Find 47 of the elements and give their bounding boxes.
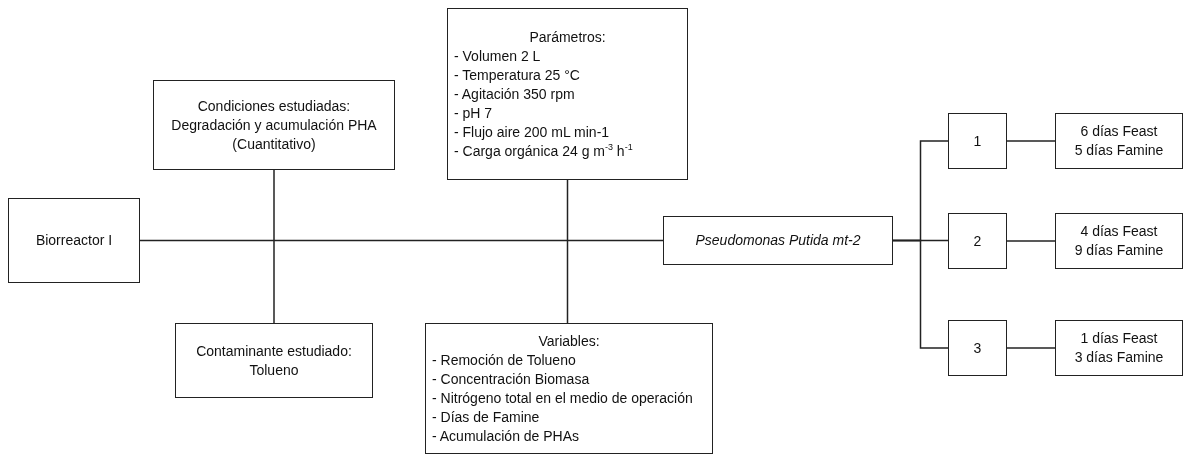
box-text: - Volumen 2 L: [454, 46, 542, 66]
box-text: - Acumulación de PHAs: [432, 426, 581, 446]
box-heading: Condiciones estudiadas:: [197, 96, 351, 116]
process-box: [948, 320, 1007, 376]
box-text: - Remoción de Tolueno: [432, 350, 577, 370]
connector-line: [1006, 140, 1056, 142]
box-text: Tolueno: [249, 360, 299, 380]
process-box: [447, 8, 688, 180]
process-box: [948, 113, 1007, 169]
connector-line: [273, 169, 275, 324]
process-box: [1055, 320, 1183, 376]
process-box: [153, 80, 395, 170]
box-text: - Días de Famine: [432, 407, 541, 427]
box-heading: 1 días Feast: [1080, 329, 1158, 348]
box-heading: Contaminante estudiado:: [196, 341, 352, 361]
box-heading: Parámetros:: [528, 27, 607, 47]
process-box: [948, 213, 1007, 269]
process-box: [1055, 213, 1183, 269]
process-box: [1055, 113, 1183, 169]
process-box: [8, 198, 140, 283]
box-text: - Temperatura 25 °C: [454, 65, 581, 85]
process-box: [663, 216, 893, 265]
process-box: [425, 323, 713, 454]
box-text: Degradación y acumulación PHA (Cuantitativo): [170, 115, 378, 154]
box-heading: 4 días Feast: [1080, 222, 1158, 241]
box-text: - Flujo aire 200 mL min-1: [454, 122, 611, 142]
box-text: 3 días Famine: [1074, 348, 1164, 367]
box-text: - Concentración Biomasa: [432, 369, 591, 389]
connector-line: [1006, 240, 1056, 242]
connector-line: [1006, 347, 1056, 349]
box-text: - Carga orgánica 24 g m$^{-3}$ h$^{-1}$: [454, 141, 634, 161]
box-heading: Variables:: [537, 331, 601, 351]
box-heading: 1: [973, 131, 982, 151]
connector-line: [566, 179, 569, 324]
box-text: - Agitación 350 rpm: [454, 84, 576, 104]
connector-line: [139, 239, 664, 242]
process-box: [175, 323, 373, 398]
box-heading: 3: [973, 338, 982, 358]
connector-line: [892, 239, 949, 349]
box-heading: Pseudomonas Putida mt-2: [695, 231, 861, 250]
box-text: - Nitrógeno total en el medio de operación: [432, 388, 694, 408]
box-heading: Biorreactor I: [35, 231, 113, 250]
box-text: 5 días Famine: [1074, 141, 1164, 160]
box-heading: 2: [973, 231, 982, 251]
box-heading: 6 días Feast: [1080, 122, 1158, 141]
box-text: - pH 7: [454, 103, 494, 123]
box-text: 9 días Famine: [1074, 241, 1164, 260]
